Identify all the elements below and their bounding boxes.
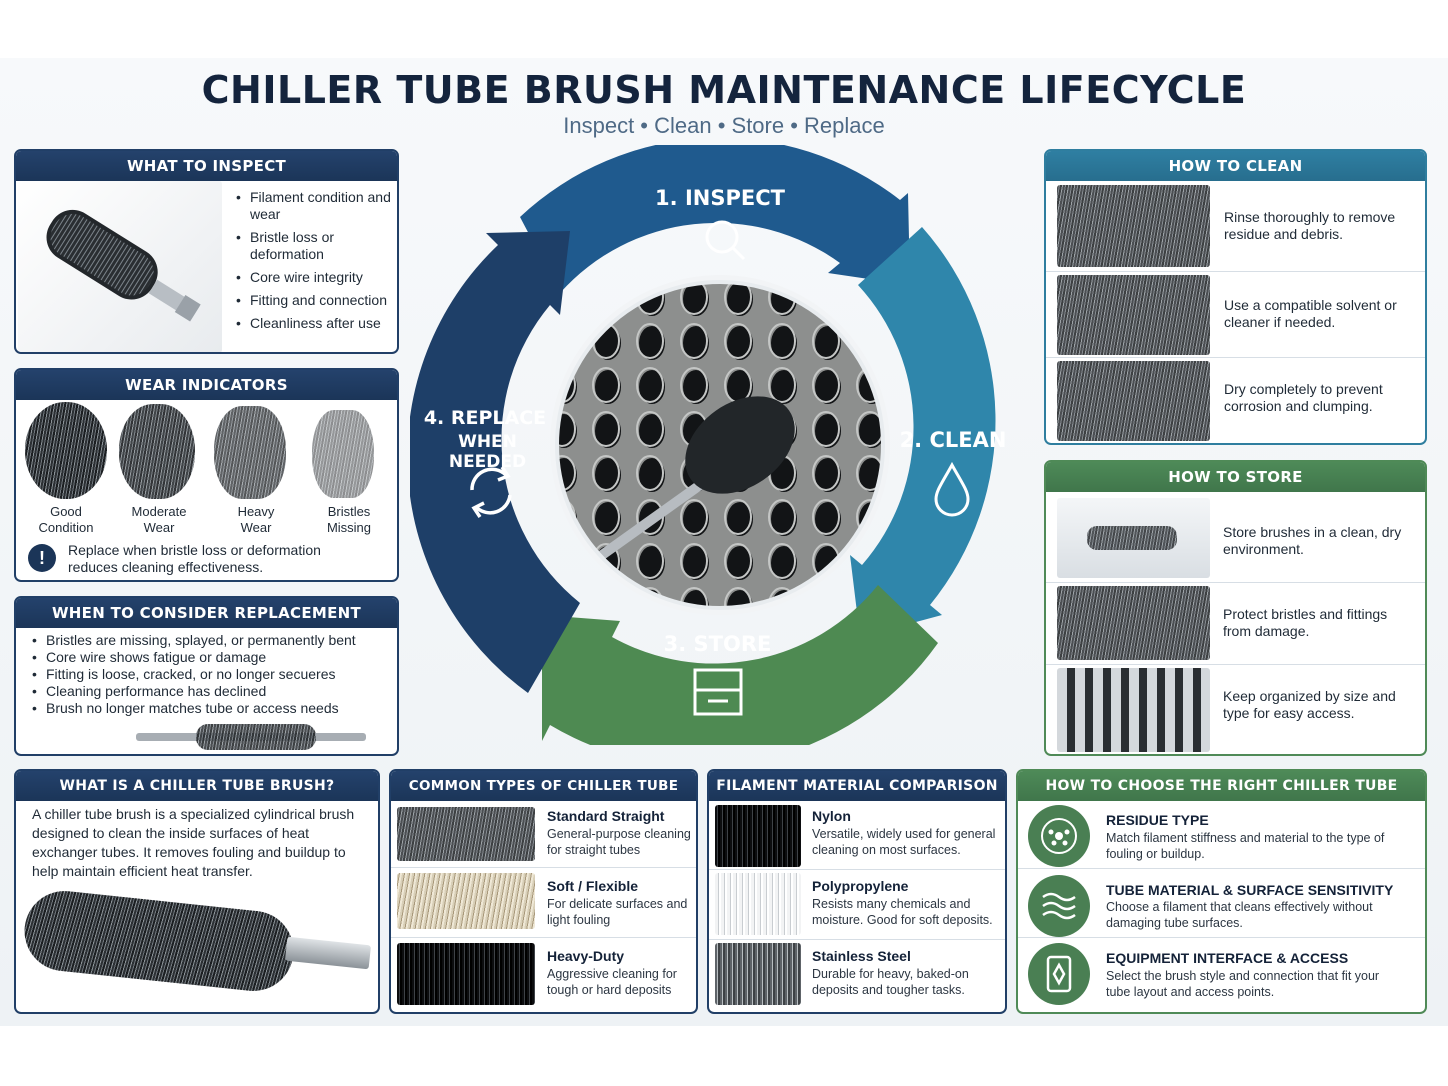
wear-photo-heavy	[214, 406, 286, 499]
stainless-photo	[715, 943, 801, 1005]
inspect-list: Filament condition and wear Bristle loss…	[236, 189, 396, 332]
replace-label: 4. REPLACE	[423, 407, 547, 429]
replacement-item: Bristles are missing, splayed, or perman…	[32, 632, 392, 649]
inspect-arrow	[520, 145, 910, 293]
particles-icon	[1028, 805, 1090, 867]
wear-photo-missing	[312, 410, 374, 498]
clean-step: Rinse thoroughly to remove residue and d…	[1224, 209, 1396, 242]
inspect-label: 1. INSPECT	[655, 186, 785, 210]
replacement-item: Cleaning performance has declined	[32, 683, 392, 700]
clean-step: Use a compatible solvent or cleaner if n…	[1224, 297, 1397, 330]
type-desc: Aggressive cleaning for tough or hard de…	[547, 967, 677, 997]
filament-name: Polypropylene	[812, 878, 909, 894]
wear-label-missing: Bristles Missing	[326, 504, 372, 535]
inspect-item: Filament condition and wear	[236, 189, 396, 223]
filament-panel: FILAMENT MATERIAL COMPARISON Nylon Versa…	[707, 769, 1007, 1014]
type-name: Heavy-Duty	[547, 948, 625, 964]
wear-label-good: Good Condition	[38, 504, 94, 535]
nylon-photo	[715, 805, 801, 867]
soft-brush-photo	[397, 873, 535, 929]
choose-desc: Match filament stiffness and material to…	[1106, 831, 1385, 861]
filament-name: Stainless Steel	[812, 948, 911, 964]
inspect-item: Bristle loss or deformation	[236, 229, 396, 263]
lifecycle-diagram	[410, 145, 996, 745]
brush-hero-photo	[20, 887, 374, 995]
type-name: Soft / Flexible	[547, 878, 639, 894]
types-panel: COMMON TYPES OF CHILLER TUBE BRUSHES Sta…	[389, 769, 698, 1014]
tube-case-photo	[1057, 498, 1210, 578]
waves-icon	[1028, 875, 1090, 937]
types-title: COMMON TYPES OF CHILLER TUBE BRUSHES	[391, 771, 696, 824]
inspect-item: Core wire integrity	[236, 269, 396, 286]
choose-name: TUBE MATERIAL & SURFACE SENSITIVITY	[1106, 882, 1394, 898]
clean-label: 2. CLEAN	[899, 428, 1007, 452]
wear-label-moderate: Moderate Wear	[131, 504, 187, 535]
how-to-clean-title: HOW TO CLEAN	[1046, 151, 1425, 181]
polypropylene-photo	[715, 873, 801, 935]
connector-icon	[1028, 943, 1090, 1005]
what-to-inspect-panel: WHAT TO INSPECT Filament condition and w…	[14, 149, 399, 354]
rinse-photo	[1057, 185, 1210, 267]
wear-note: Replace when bristle loss or deformation…	[68, 542, 321, 575]
protect-photo	[1057, 586, 1210, 660]
inspect-item: Cleanliness after use	[236, 315, 396, 332]
standard-brush-photo	[397, 807, 535, 861]
replacement-panel: WHEN TO CONSIDER REPLACEMENT Bristles ar…	[14, 596, 399, 756]
choose-desc: Select the brush style and connection th…	[1106, 969, 1380, 999]
store-label: 3. STORE	[663, 632, 772, 656]
store-arrow	[542, 585, 938, 745]
filament-name: Nylon	[812, 808, 851, 824]
clean-arrow	[850, 227, 996, 637]
magnifier-icon	[705, 220, 746, 261]
what-to-inspect-title: WHAT TO INSPECT	[16, 151, 397, 181]
heavy-duty-brush-photo	[397, 943, 535, 1005]
replacement-item: Core wire shows fatigue or damage	[32, 649, 392, 666]
wear-label-heavy: Heavy Wear	[237, 504, 275, 535]
choose-name: EQUIPMENT INTERFACE & ACCESS	[1106, 950, 1349, 966]
store-step: Keep organized by size and type for easy…	[1223, 688, 1396, 721]
replace-arrow	[410, 231, 580, 693]
what-is-panel: WHAT IS A CHILLER TUBE BRUSH? A chiller …	[14, 769, 380, 1014]
what-is-title: WHAT IS A CHILLER TUBE BRUSH?	[16, 771, 378, 801]
replace-label-2: WHEN NEEDED	[448, 432, 527, 472]
choose-desc: Choose a filament that cleans effectivel…	[1106, 900, 1373, 930]
exclamation-icon: !	[28, 544, 56, 572]
choose-name: RESIDUE TYPE	[1106, 812, 1209, 828]
cycle-arrows-icon	[470, 466, 512, 518]
organizer-rack-photo	[1057, 668, 1210, 752]
wear-indicators-title: WEAR INDICATORS	[16, 370, 397, 400]
how-to-store-title: HOW TO STORE	[1046, 462, 1425, 492]
how-to-store-panel: HOW TO STORE Store brushes in a clean, d…	[1044, 460, 1427, 756]
type-desc: For delicate surfaces and light fouling	[547, 897, 688, 927]
replacement-item: Brush no longer matches tube or access n…	[32, 700, 392, 717]
wear-photo-moderate	[119, 404, 195, 499]
inspect-item: Fitting and connection	[236, 292, 396, 309]
replacement-list: Bristles are missing, splayed, or perman…	[32, 632, 392, 717]
wear-photo-good	[25, 402, 107, 499]
clean-step: Dry completely to prevent corrosion and …	[1224, 381, 1383, 414]
long-brush-photo	[136, 724, 366, 750]
water-drop-icon	[934, 461, 970, 517]
choose-title: HOW TO CHOOSE THE RIGHT CHILLER TUBE BRU…	[1018, 771, 1425, 824]
filament-desc: Durable for heavy, baked-on deposits and…	[812, 967, 969, 997]
type-name: Standard Straight	[547, 808, 665, 824]
type-desc: General-purpose cleaning for straight tu…	[547, 827, 691, 857]
brush-photo	[18, 181, 222, 352]
filament-desc: Versatile, widely used for general clean…	[812, 827, 996, 857]
storage-box-icon	[693, 668, 743, 716]
filament-desc: Resists many chemicals and moisture. Goo…	[812, 897, 993, 927]
filament-title: FILAMENT MATERIAL COMPARISON	[709, 771, 1005, 801]
store-step: Store brushes in a clean, dry environmen…	[1223, 524, 1402, 557]
what-is-text: A chiller tube brush is a specialized cy…	[32, 806, 355, 879]
solvent-photo	[1057, 275, 1210, 355]
replacement-item: Fitting is loose, cracked, or no longer …	[32, 666, 392, 683]
dry-photo	[1057, 361, 1210, 441]
replacement-title: WHEN TO CONSIDER REPLACEMENT	[16, 598, 397, 628]
how-to-clean-panel: HOW TO CLEAN Rinse thoroughly to remove …	[1044, 149, 1427, 445]
store-step: Protect bristles and fittings from damag…	[1223, 606, 1388, 639]
page-title: CHILLER TUBE BRUSH MAINTENANCE LIFECYCLE	[201, 68, 1247, 112]
wear-indicators-panel: WEAR INDICATORS Good Condition Moderate …	[14, 368, 399, 582]
choose-panel: HOW TO CHOOSE THE RIGHT CHILLER TUBE BRU…	[1016, 769, 1427, 1014]
page-subtitle: Inspect • Clean • Store • Replace	[563, 113, 885, 138]
